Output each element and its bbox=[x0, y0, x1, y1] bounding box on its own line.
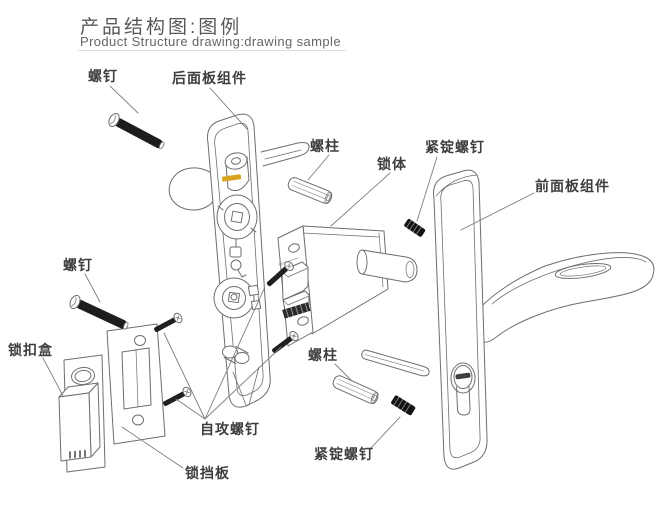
leader-screw-mid bbox=[84, 273, 101, 303]
stud-drawing-top bbox=[287, 177, 333, 204]
screw-drawing-mid bbox=[69, 294, 129, 330]
self-tapping-screw-drawing-4 bbox=[272, 330, 299, 354]
leader-lines bbox=[42, 85, 535, 469]
label-catch-box: 锁扣盒 bbox=[8, 342, 53, 358]
leader-self-tapping-4 bbox=[204, 346, 282, 420]
cylinder-hub bbox=[213, 277, 255, 319]
label-set-screw-bottom: 紧锭螺钉 bbox=[314, 446, 374, 462]
leader-self-tapping-2 bbox=[175, 398, 206, 420]
label-rear-panel-assembly: 后面板组件 bbox=[172, 70, 247, 86]
leader-stud-top bbox=[307, 154, 330, 181]
leader-set-screw-bottom bbox=[370, 416, 401, 449]
catch-box-drawing bbox=[58, 354, 106, 473]
strike-plate-drawing bbox=[106, 323, 166, 445]
self-tapping-screw-drawing-1 bbox=[154, 312, 183, 333]
label-lock-body: 锁体 bbox=[377, 156, 407, 172]
stud-drawing-bottom bbox=[332, 375, 379, 405]
label-set-screw-top: 紧锭螺钉 bbox=[425, 139, 485, 155]
leader-set-screw-top bbox=[416, 156, 438, 222]
page-title: 产品结构图:图例 bbox=[80, 17, 243, 38]
label-stud-top: 螺柱 bbox=[310, 138, 340, 154]
label-self-tapping-screw: 自攻螺钉 bbox=[200, 421, 260, 437]
front-panel-assembly-drawing bbox=[433, 169, 655, 470]
leader-stud-bottom bbox=[334, 363, 352, 381]
set-screw-drawing-bottom bbox=[391, 395, 416, 416]
page-subtitle: Product Structure drawing:drawing sample bbox=[80, 34, 341, 49]
label-stud-bottom: 螺柱 bbox=[308, 347, 338, 363]
leader-self-tapping-1 bbox=[163, 332, 206, 420]
leader-self-tapping-3 bbox=[204, 288, 265, 420]
label-screw-mid: 螺钉 bbox=[63, 257, 93, 273]
label-strike-plate: 锁挡板 bbox=[185, 465, 230, 481]
set-screw-drawing-top bbox=[404, 219, 426, 237]
leader-rear-panel bbox=[209, 87, 248, 130]
screw-drawing-top bbox=[108, 112, 165, 150]
spindle-hub bbox=[216, 194, 258, 240]
self-tapping-screw-drawing-2 bbox=[163, 386, 192, 407]
label-screw-top: 螺钉 bbox=[88, 68, 118, 84]
lock-body-drawing bbox=[277, 225, 430, 377]
leader-strike-plate bbox=[121, 426, 184, 469]
title-underline bbox=[78, 50, 346, 51]
leader-catch-box bbox=[42, 357, 64, 397]
self-tapping-screw-drawing-3 bbox=[266, 261, 294, 287]
label-front-panel-assembly: 前面板组件 bbox=[535, 178, 610, 194]
leader-lock-body bbox=[330, 172, 391, 227]
rear-panel-assembly-drawing bbox=[168, 113, 310, 408]
leader-front-panel bbox=[460, 192, 535, 231]
leader-screw-top bbox=[109, 85, 139, 114]
brand-mark bbox=[221, 174, 242, 182]
keyhole bbox=[450, 362, 476, 416]
